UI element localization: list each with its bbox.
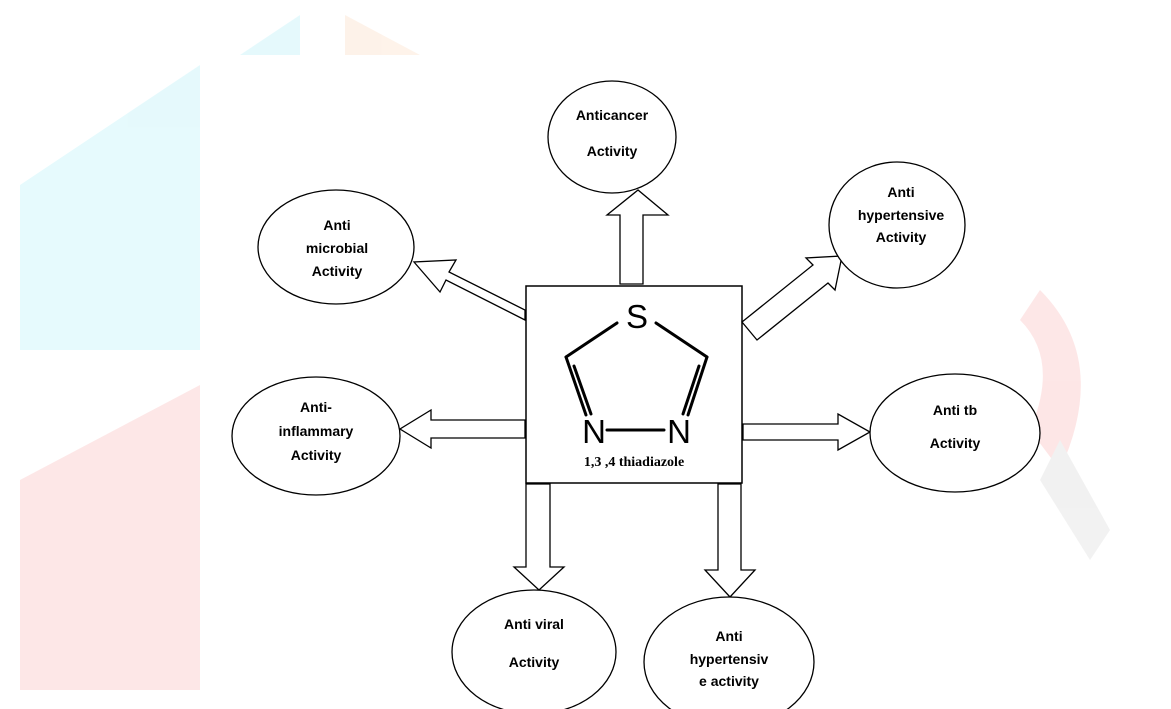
node-antitb: Anti tb Activity [930,402,981,451]
watermark-red-shape [20,385,200,690]
node-antitb-line-2: Activity [930,435,981,451]
sulfur-atom: S [626,298,648,335]
node-antitb-ellipse [869,373,1041,493]
node-antihypertensive-bottom-ellipse [643,596,815,709]
node-antiviral-line-2: Activity [509,654,560,670]
node-antiviral-ellipse [451,589,617,709]
bond-s-c-right [654,321,709,359]
compound-name: 1,3 ,4 thiadiazole [584,455,684,470]
watermark-cyan-shape [20,65,200,350]
node-antihypertensive-top-ellipse [828,161,966,289]
thiadiazole-structure [564,321,709,432]
node-anticancer-line-2: Activity [587,143,638,159]
node-antimicrobial: Anti microbial Activity [306,217,368,279]
node-antihypertensive-top-line-1: Anti [887,184,914,200]
node-antiviral: Anti viral Activity [504,616,564,670]
watermark-cyan-top [240,15,300,55]
node-antihypertensive-bottom-line-1: Anti [715,628,742,644]
bond-c-n-right [686,355,709,417]
node-antiinflammatory-line-2: inflammary [279,423,354,439]
node-antiviral-line-1: Anti viral [504,616,564,632]
bond-c-n-left-double [572,364,593,416]
arrow-to-anticancer [605,189,670,285]
node-antiinflammatory-line-3: Activity [291,447,342,463]
node-antihypertensive-bottom-line-3: e activity [699,673,759,689]
watermark-logo [20,15,1110,690]
node-antimicrobial-ellipse [257,189,415,305]
node-antihypertensive-top-line-2: hypertensive [858,207,945,223]
bond-c-n-right-double [681,364,701,416]
node-antihypertensive-bottom: Anti hypertensiv e activity [690,628,769,689]
arrow-to-antiinflammatory [398,408,526,450]
watermark-orange-top [345,15,420,55]
bond-s-c-left [564,321,619,359]
node-antitb-line-1: Anti tb [933,402,977,418]
arrow-to-antihypertensive-bottom [703,483,757,598]
nitrogen-atom-right: N [667,413,691,450]
arrow-to-antihypertensive-top [741,255,843,341]
node-antiinflammatory-ellipse [231,376,401,496]
node-anticancer: Anticancer Activity [576,107,649,159]
watermark-grey-mark [1040,440,1110,560]
node-antihypertensive-bottom-line-2: hypertensiv [690,651,769,667]
node-anticancer-ellipse [547,80,677,194]
node-antimicrobial-line-1: Anti [323,217,350,233]
arrow-to-antimicrobial [412,259,526,322]
node-antimicrobial-line-3: Activity [312,263,363,279]
arrow-to-antiviral [512,483,566,591]
node-antiinflammatory: Anti- inflammary Activity [279,399,354,463]
center-box [525,285,743,484]
nitrogen-atom-left: N [582,413,606,450]
node-antihypertensive-top: Anti hypertensive Activity [858,184,945,245]
bond-c-n-left [564,355,588,417]
node-antihypertensive-top-line-3: Activity [876,229,927,245]
node-antimicrobial-line-2: microbial [306,240,368,256]
arrow-to-antitb [742,412,872,452]
node-anticancer-line-1: Anticancer [576,107,649,123]
node-antiinflammatory-line-1: Anti- [300,399,332,415]
